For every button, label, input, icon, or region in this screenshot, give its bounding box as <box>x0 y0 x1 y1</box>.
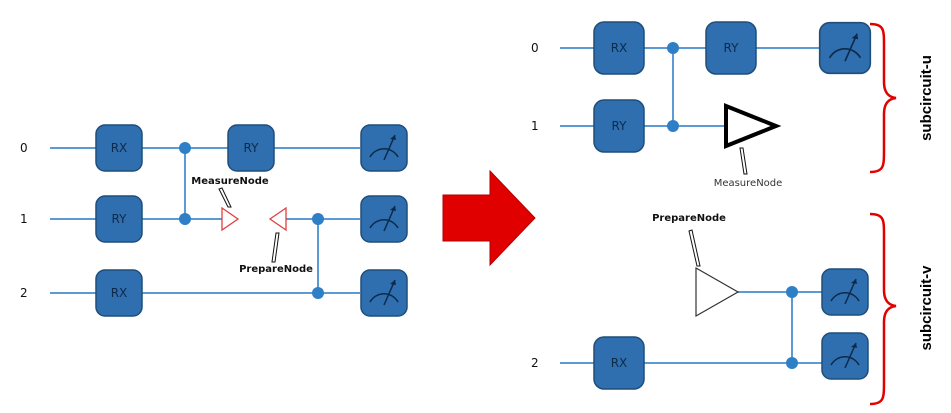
original-circuit: 0 1 2 RX RY RY RX <box>20 124 408 317</box>
prepare-node-label: PrepareNode <box>239 264 313 275</box>
prepare-node-marker <box>695 266 740 318</box>
control-dot <box>786 286 798 298</box>
subcircuit-u: 0 1 RX RY RY MeasureNode subcircuit-u <box>531 21 935 189</box>
control-dot <box>312 287 324 299</box>
gate-ry-q0: RY <box>705 21 757 75</box>
qubit-label-1: 1 <box>531 119 539 133</box>
control-dot <box>312 213 324 225</box>
gate-ry-q1: RY <box>593 99 645 153</box>
measure-node-pointer <box>739 147 748 175</box>
gate-rx-q2: RX <box>95 269 143 317</box>
qubit-label-1: 1 <box>20 212 28 226</box>
subcircuit-v: 2 RX PrepareNode subcircuit-v <box>531 212 935 406</box>
svg-text:RX: RX <box>611 356 628 370</box>
measure-node-pointer <box>218 187 232 208</box>
svg-text:RX: RX <box>111 286 128 300</box>
qubit-label-2: 2 <box>531 356 539 370</box>
gate-rx-q0: RX <box>593 21 645 75</box>
measurement-meter-icon <box>821 268 869 316</box>
gate-ry-q0: RY <box>227 124 275 172</box>
gate-ry-q1: RY <box>95 195 143 243</box>
svg-text:RX: RX <box>111 141 128 155</box>
prepare-node-pointer <box>688 229 701 267</box>
measure-node-label: MeasureNode <box>714 178 783 189</box>
svg-text:RY: RY <box>244 141 260 155</box>
svg-text:RY: RY <box>724 41 740 55</box>
control-dot <box>179 142 191 154</box>
measurement-meter-icon <box>360 124 408 172</box>
gate-rx-q0: RX <box>95 124 143 172</box>
control-dot <box>667 120 679 132</box>
svg-text:RY: RY <box>112 212 128 226</box>
control-dot <box>786 357 798 369</box>
measurement-meter-icon <box>818 21 872 75</box>
measurement-meter-icon <box>360 269 408 317</box>
prepare-node-label: PrepareNode <box>652 213 726 224</box>
qubit-label-0: 0 <box>531 41 539 55</box>
control-dot <box>179 213 191 225</box>
measure-node-marker <box>724 103 782 149</box>
gate-rx-q2: RX <box>593 336 645 390</box>
subcircuit-v-title: subcircuit-v <box>918 265 935 351</box>
qubit-label-2: 2 <box>20 286 28 300</box>
prepare-node-marker <box>268 206 287 232</box>
qubit-label-0: 0 <box>20 141 28 155</box>
svg-text:RY: RY <box>612 119 628 133</box>
measure-node-label: MeasureNode <box>191 176 269 187</box>
measurement-meter-icon <box>360 195 408 243</box>
subcircuit-u-title: subcircuit-u <box>918 55 935 141</box>
curly-brace-icon <box>869 212 897 406</box>
curly-brace-icon <box>869 22 897 174</box>
right-arrow-icon <box>442 169 536 267</box>
measure-node-marker <box>221 206 240 232</box>
measurement-meter-icon <box>821 332 869 380</box>
prepare-node-pointer <box>271 232 280 263</box>
control-dot <box>667 42 679 54</box>
svg-text:RX: RX <box>611 41 628 55</box>
